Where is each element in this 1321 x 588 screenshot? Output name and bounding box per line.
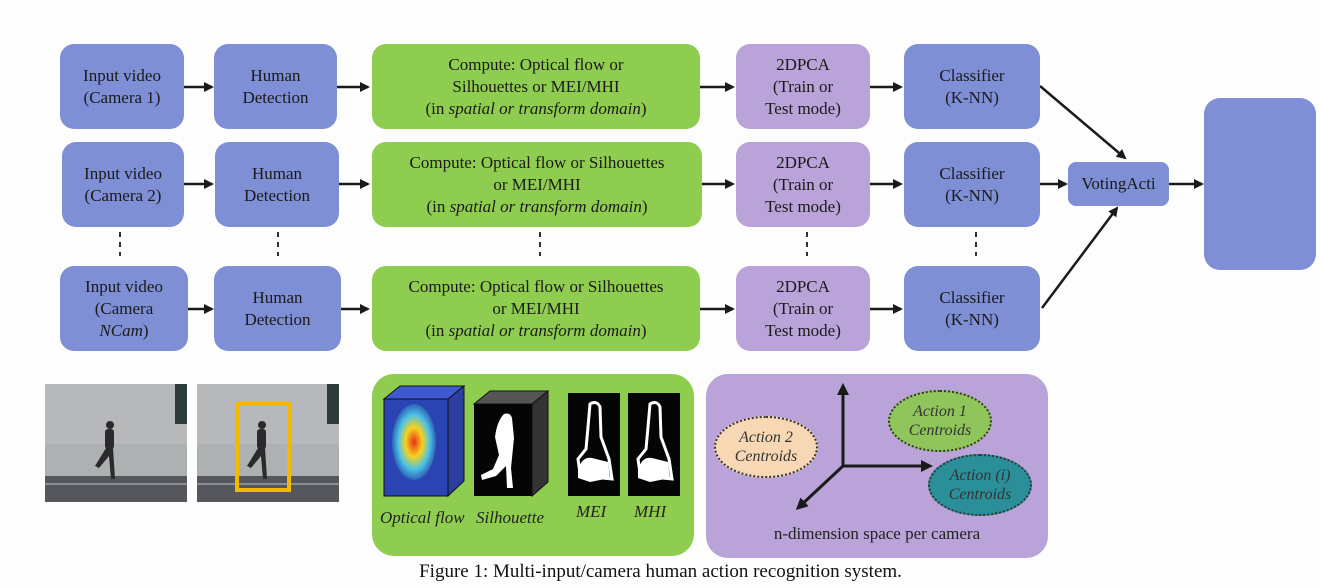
pca-label: 2DPCA (776, 276, 830, 296)
feature-illustrations (382, 384, 680, 498)
action1-label: Action 1 (913, 403, 967, 420)
detection-label: Human (251, 163, 303, 183)
feature-space-axes (795, 383, 933, 511)
action2-label: Centroids (734, 448, 798, 465)
action1-label: Centroids (908, 422, 972, 439)
action-i-label: Centroids (948, 486, 1012, 503)
voting-label: VotingActi (1081, 174, 1156, 193)
detected-person-image (197, 384, 339, 502)
axis-z (795, 464, 845, 511)
feature-space-panel: Action 2 Centroids Action 1 Centroids Ac… (706, 374, 1048, 558)
compute-label: Compute: Optical flow or (448, 54, 624, 74)
pca-label: (Train or (772, 174, 834, 194)
output-action-box (1204, 98, 1316, 270)
detection-label: Detection (242, 87, 309, 107)
action-i-centroids: Action (i) Centroids (928, 454, 1032, 516)
silhouette-cube (472, 389, 550, 498)
classifier-label: Classifier (939, 65, 1005, 85)
classifier-label: Classifier (939, 163, 1005, 183)
figure-caption: Figure 1: Multi-input/camera human actio… (419, 561, 902, 582)
person-silhouette (247, 421, 267, 479)
pca-label: Test mode) (765, 196, 841, 216)
input-video-camera-1: Input video(Camera 1) (60, 44, 184, 129)
mei-image (568, 393, 620, 496)
classifier-ncam: Classifier(K-NN) (904, 266, 1040, 351)
input-label: Input video (85, 276, 163, 296)
classifier-label: Classifier (939, 287, 1005, 307)
mhi-label: MHI (634, 502, 667, 521)
input-label: Input video (84, 163, 162, 183)
classifier-label: (K-NN) (945, 185, 999, 205)
pca-label: (Train or (772, 298, 834, 318)
detection-label: Detection (244, 309, 311, 329)
classifier-2: Classifier(K-NN) (904, 142, 1040, 227)
action-i-label: Action (i) (949, 467, 1011, 484)
compute-label: or MEI/MHI (493, 174, 581, 194)
pca-label: 2DPCA (776, 54, 830, 74)
mhi-image (628, 393, 680, 496)
compute-domain-label: (in spatial or transform domain) (426, 196, 648, 216)
input-label: (Camera (94, 298, 154, 318)
silhouette-label: Silhouette (476, 508, 544, 527)
action1-centroids: Action 1 Centroids (888, 390, 992, 452)
compute-domain-label: (in spatial or transform domain) (425, 98, 647, 118)
action2-label: Action 2 (739, 429, 793, 446)
detection-bounding-box (235, 402, 291, 492)
running-person-frame (45, 384, 187, 502)
detection-label: Detection (243, 185, 311, 205)
feature-space-caption: n-dimension space per camera (773, 524, 981, 543)
detection-label: Human (250, 65, 301, 85)
voting-action-box: VotingActi (1068, 162, 1169, 206)
classifier-label: (K-NN) (945, 87, 999, 107)
classifier-1: Classifier(K-NN) (904, 44, 1040, 129)
action2-centroids: Action 2 Centroids (714, 416, 818, 478)
camera-frame-image (45, 384, 187, 502)
person-silhouette (95, 421, 115, 479)
arrow-classifier1-voting (1039, 85, 1127, 160)
compute-domain-label: (in spatial or transform domain) (425, 320, 647, 340)
input-video-camera-2: Input video(Camera 2) (62, 142, 184, 227)
input-label: Input video (83, 65, 161, 85)
pca-label: 2DPCA (776, 152, 830, 172)
features-panel: Optical flow Silhouette MEI MHI (372, 374, 694, 556)
running-person-frame (197, 384, 339, 502)
classifier-label: (K-NN) (945, 309, 999, 329)
compute-label: Compute: Optical flow or Silhouettes (408, 276, 664, 296)
mei-label: MEI (576, 502, 607, 521)
optical-flow-label: Optical flow (380, 508, 465, 527)
pca-label: Test mode) (765, 98, 841, 118)
input-label: (Camera 2) (84, 185, 162, 205)
input-label: NCam) (99, 320, 149, 340)
pca-label: Test mode) (765, 320, 841, 340)
optical-flow-cube (382, 384, 466, 498)
detection-label: Human (252, 287, 303, 307)
compute-label: Silhouettes or MEI/MHI (452, 76, 620, 96)
input-label: (Camera 1) (83, 87, 161, 107)
compute-label: Compute: Optical flow or Silhouettes (409, 152, 665, 172)
arrow-classifier3-voting (1041, 206, 1119, 309)
compute-label: or MEI/MHI (492, 298, 580, 318)
pca-label: (Train or (772, 76, 834, 96)
